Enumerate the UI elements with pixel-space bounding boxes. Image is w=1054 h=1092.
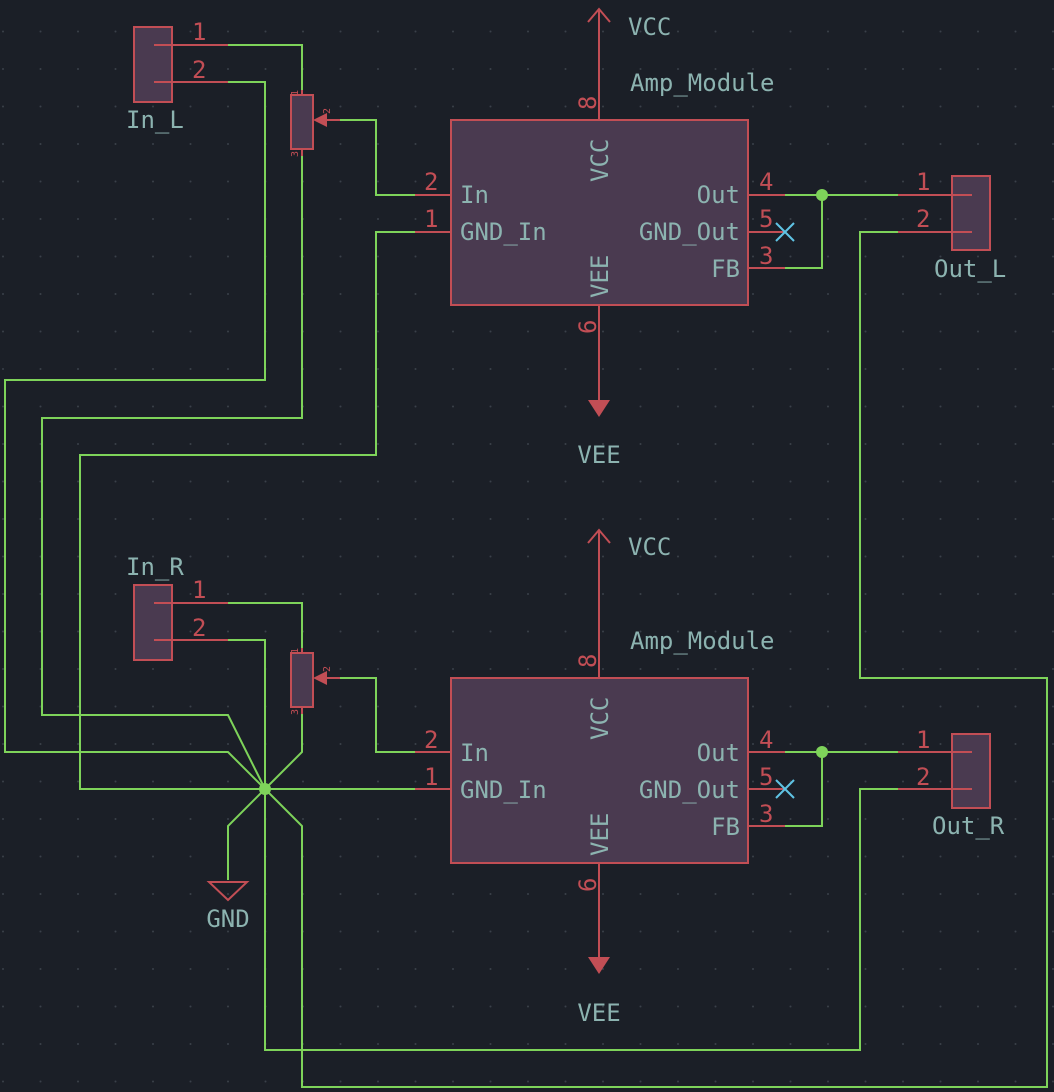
amp-bottom-vcc-name: VCC — [586, 697, 614, 740]
amp-top-in-num: 2 — [424, 168, 438, 196]
wires — [4, 44, 1048, 1088]
pot-top-pin3-num: 3 — [290, 151, 301, 157]
connector-in-r-ref: In_R — [126, 553, 184, 581]
junction-gnd — [259, 783, 271, 795]
amp-bottom-in-name: In — [460, 739, 489, 767]
connector-in-l-ref: In_L — [126, 106, 184, 134]
wire-junction-to-gnd-symbol[interactable] — [227, 788, 266, 880]
wire-inl-pin1-to-pot-top[interactable] — [228, 44, 303, 90]
power-vcc-bottom-label: VCC — [628, 533, 671, 561]
pot-bottom-pin1-num: 1 — [290, 648, 301, 654]
potentiometer-bottom[interactable]: 1 2 3 — [290, 648, 340, 715]
amp-top-gndin-num: 1 — [424, 205, 438, 233]
amp-bottom-gndout-num: 5 — [759, 763, 773, 791]
amp-top-vcc-num: 8 — [574, 96, 602, 110]
junction-out-top — [816, 189, 828, 201]
power-vee-top[interactable]: VEE — [577, 342, 621, 469]
connector-in-r[interactable]: 1 2 In_R — [126, 553, 228, 661]
connector-out-l-ref: Out_L — [934, 255, 1006, 283]
no-connect-top — [775, 222, 795, 242]
amp-bottom-gndin-num: 1 — [424, 763, 438, 791]
amp-bottom-vee-num: 6 — [574, 878, 602, 892]
power-vee-top-label: VEE — [577, 441, 620, 469]
amp-top-vee-num: 6 — [574, 320, 602, 334]
connector-out-l[interactable]: 1 2 Out_L — [898, 168, 1006, 283]
connector-in-r-pin1-num: 1 — [192, 576, 206, 604]
connector-out-r-ref: Out_R — [932, 812, 1005, 840]
amp-top-fb-name: FB — [711, 255, 740, 283]
power-vee-bottom[interactable]: VEE — [577, 900, 621, 1027]
power-gnd[interactable]: GND — [206, 881, 250, 933]
amp-top-vcc-name: VCC — [586, 139, 614, 182]
wire-pot-bottom-pin3-to-gnd[interactable] — [264, 714, 303, 790]
power-gnd-label: GND — [206, 905, 249, 933]
connector-out-r-pin2-num: 2 — [916, 763, 930, 791]
connector-in-l[interactable]: 1 2 In_L — [126, 18, 228, 134]
wire-pot-bottom-wiper-to-amp-in[interactable] — [340, 677, 415, 753]
amp-top-gndout-name: GND_Out — [639, 218, 740, 246]
connector-in-l-pin2-num: 2 — [192, 56, 206, 84]
wire-amp-bottom-fb-loop[interactable] — [785, 752, 823, 827]
wire-inl-pin2-to-gnd[interactable] — [4, 81, 266, 790]
connector-out-l-pin2-num: 2 — [916, 205, 930, 233]
amp-bottom-vcc-num: 8 — [574, 654, 602, 668]
amp-bottom-vee-name: VEE — [586, 813, 614, 856]
amp-bottom-in-num: 2 — [424, 726, 438, 754]
amp-module-bottom[interactable]: 2 1 4 5 3 8 6 In GND_In Out GND_Out FB V… — [415, 627, 785, 900]
amp-top-in-name: In — [460, 181, 489, 209]
power-vcc-top-label: VCC — [628, 13, 671, 41]
amp-bottom-gndin-name: GND_In — [460, 776, 547, 804]
wire-pot-top-wiper-to-amp-in[interactable] — [340, 119, 415, 196]
junction-out-bottom — [816, 746, 828, 758]
amp-bottom-gndout-name: GND_Out — [639, 776, 740, 804]
amp-top-out-num: 4 — [759, 168, 773, 196]
amp-top-gndin-name: GND_In — [460, 218, 547, 246]
pot-top-pin1-num: 1 — [290, 90, 301, 96]
amp-top-value: Amp_Module — [630, 69, 775, 97]
amp-bottom-fb-name: FB — [711, 813, 740, 841]
wire-outr-pin2-to-gnd[interactable] — [264, 788, 898, 1051]
amp-bottom-value: Amp_Module — [630, 627, 775, 655]
no-connect-bottom — [775, 779, 795, 799]
amp-top-fb-num: 3 — [759, 242, 773, 270]
pot-bottom-pin2-num: 2 — [322, 666, 333, 672]
amp-module-top[interactable]: 2 1 4 5 3 8 6 In GND_In Out GND_Out FB V… — [415, 69, 785, 342]
connector-in-l-pin1-num: 1 — [192, 18, 206, 46]
connector-in-r-pin2-num: 2 — [192, 614, 206, 642]
amp-top-out-name: Out — [697, 181, 740, 209]
wire-amp-top-gndin-to-gnd[interactable] — [79, 231, 415, 790]
power-vcc-top[interactable]: VCC — [587, 7, 671, 84]
connector-out-r-pin1-num: 1 — [916, 726, 930, 754]
amp-bottom-out-num: 4 — [759, 726, 773, 754]
wire-pot-top-pin3-to-gnd[interactable] — [41, 156, 303, 790]
power-vee-bottom-label: VEE — [577, 999, 620, 1027]
wire-outl-pin2-to-gnd[interactable] — [264, 231, 1048, 1088]
amp-top-gndout-num: 5 — [759, 205, 773, 233]
pot-bottom-pin3-num: 3 — [290, 709, 301, 715]
pot-top-pin2-num: 2 — [322, 108, 333, 114]
wire-amp-top-fb-loop[interactable] — [785, 195, 823, 269]
connector-out-r[interactable]: 1 2 Out_R — [898, 726, 1005, 840]
amp-top-vee-name: VEE — [586, 255, 614, 298]
amp-bottom-out-name: Out — [697, 739, 740, 767]
amp-bottom-fb-num: 3 — [759, 800, 773, 828]
power-vcc-bottom[interactable]: VCC — [587, 528, 671, 641]
connector-out-l-pin1-num: 1 — [916, 168, 930, 196]
wire-inr-pin2-to-gnd[interactable] — [228, 639, 266, 789]
potentiometer-top[interactable]: 1 2 3 — [290, 90, 340, 157]
wire-inr-pin1-to-pot-bottom[interactable] — [228, 602, 303, 648]
